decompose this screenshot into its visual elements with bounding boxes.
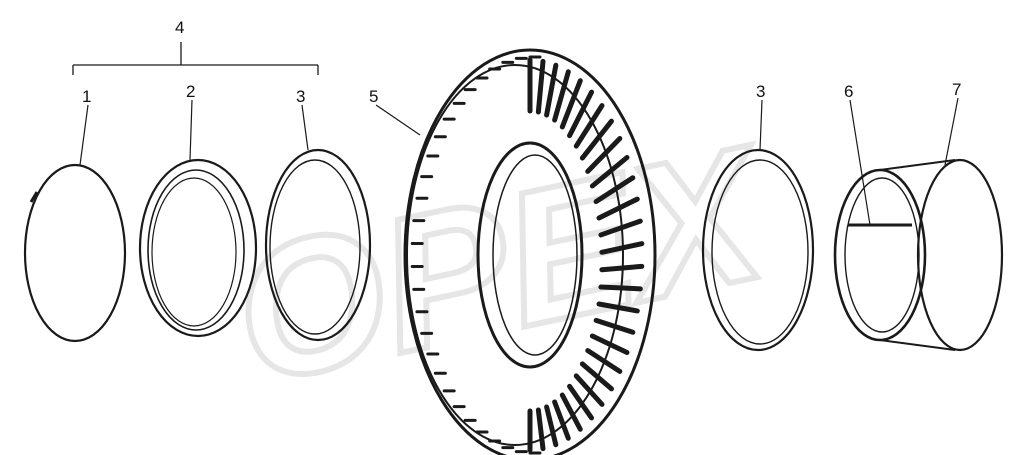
part-2-ring <box>138 99 258 338</box>
tread-mark <box>596 196 640 221</box>
tread-mark <box>567 383 595 421</box>
part-3-side-ring-right <box>701 99 815 352</box>
tread-mark <box>585 136 623 174</box>
part-5-tire <box>375 48 657 455</box>
tread-mark <box>593 317 636 335</box>
callout-6: 6 <box>844 82 853 101</box>
tread-mark <box>535 58 546 115</box>
callout-3-left: 3 <box>296 87 305 106</box>
tread-mark <box>579 361 614 392</box>
tread-mark <box>573 103 605 149</box>
tread-mark <box>599 263 645 273</box>
callout-3-right: 3 <box>756 82 765 101</box>
tread-mark <box>573 373 605 407</box>
tread-mark <box>585 348 623 374</box>
part-1-lock-ring <box>23 104 127 343</box>
callout-4: 4 <box>175 18 184 37</box>
part-3-side-ring-left <box>264 104 372 342</box>
callout-2: 2 <box>186 82 195 101</box>
tread-mark <box>589 155 630 189</box>
tread-mark <box>567 89 595 139</box>
tread-mark <box>559 78 583 130</box>
tread-mark <box>596 301 640 314</box>
tread-mark <box>593 175 636 205</box>
callout-7: 7 <box>952 80 961 99</box>
tread-mark <box>552 69 571 123</box>
tread-mark <box>599 241 645 255</box>
group-bracket <box>72 42 319 75</box>
callout-1: 1 <box>82 87 91 106</box>
tread-mark <box>559 392 583 432</box>
tread-mark <box>535 407 546 452</box>
tread-mark <box>579 118 614 161</box>
tread-mark <box>598 218 643 238</box>
callout-5: 5 <box>369 87 378 106</box>
tread-mark <box>552 399 571 441</box>
tread-mark <box>544 404 559 448</box>
tread-mark <box>589 333 630 355</box>
part-6-7-wheel <box>833 97 1004 352</box>
tread-mark <box>544 62 559 118</box>
tread-mark <box>598 284 643 292</box>
